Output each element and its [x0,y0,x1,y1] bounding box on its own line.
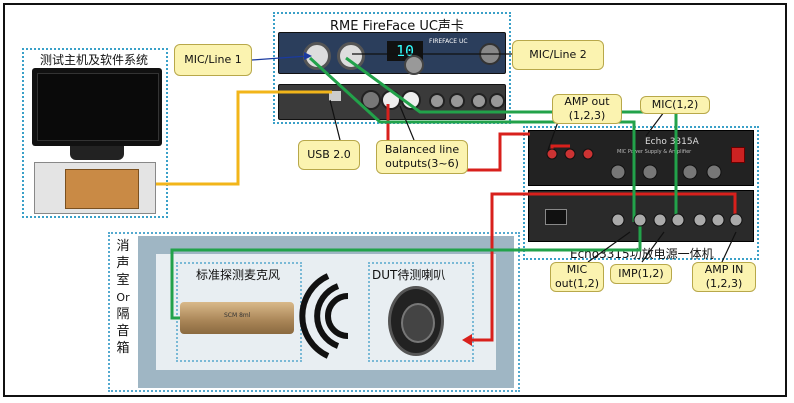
echo-jack-mic-out-1 [611,213,625,227]
speaker-cone [401,303,435,343]
callout-mic-12: MIC(1,2) [640,96,710,114]
echo-jack-imp-2 [671,213,685,227]
echo-front-knob-1 [610,164,626,180]
chamber-label-char: 声 [116,256,130,271]
echo-sub: MIC Power Supply & Amplifier [617,149,692,155]
callout-mic-line-2: MIC/Line 2 [512,40,604,70]
callout-amp-in: AMP IN (1,2,3) [692,262,756,292]
callout-amp-in-line1: AMP IN [704,263,744,277]
usb-cable [156,90,332,186]
echo-front-knob-3 [682,164,698,180]
callout-mic-line-1: MIC/Line 1 [174,44,252,76]
callout-mic-out: MIC out(1,2) [550,262,604,292]
chamber-label-char: 箱 [116,341,130,356]
monitor-stand [70,146,124,160]
pointer-mic-out [587,231,631,263]
chamber-label-char: 室 [116,273,130,288]
rme-front-panel: 10 FIREFACE UC [278,32,506,75]
echo-jack-amp-in-1 [693,213,707,227]
pointer-mic-line-1-head [304,52,312,60]
sound-wave-icon [299,273,349,359]
pointer-mic-12 [645,111,665,137]
callout-mic-out-line1: MIC [566,263,588,277]
echo-front-jack-2 [564,148,576,160]
echo-front-knob-2 [642,164,658,180]
dut-group [368,262,474,362]
rme-back-panel [278,84,506,120]
echo-jack-amp-in-2 [711,213,725,227]
red-cable-dut [468,192,737,342]
diagram-frame [3,3,787,397]
pointer-imp [641,231,665,263]
host-title: 测试主机及软件系统 [40,53,149,67]
echo-jack-amp-in-3 [729,213,743,227]
chamber-label-char: Or [116,291,130,304]
rme-title: RME FireFace UC声卡 [330,19,464,34]
reference-microphone: SCM 8ml [180,302,294,334]
echo-jack-mic-out-2 [633,213,647,227]
chamber-label-char: 隔 [116,307,130,322]
line-out-jack-2 [489,93,505,109]
echo-jack-imp-1 [653,213,667,227]
echo-front-knob-4 [706,164,722,180]
callout-balanced-line2: outputs(3~6) [385,157,459,170]
red-arrowhead [462,334,472,346]
rme-brand: FIREFACE UC [429,38,468,45]
callout-usb: USB 2.0 [298,140,360,170]
pc-chassis [34,162,156,214]
monitor [32,68,162,146]
usb-port [329,91,341,101]
callout-balanced-outputs: Balanced line outputs(3~6) [376,140,468,174]
dut-title: DUT待测喇叭 [372,268,446,282]
echo-front-jack-1 [546,148,558,160]
green-cable-reference-mic [170,226,642,320]
mic-title: 标准探测麦克风 [196,268,281,282]
balanced-out-6 [449,93,465,109]
pointer-usb [329,99,341,141]
echo-front-jack-3 [582,148,594,160]
callout-amp-out: AMP out (1,2,3) [552,94,622,124]
chamber-label-char: 音 [116,324,130,339]
pointer-amp-in [721,231,737,263]
optical-port [361,90,381,110]
chamber-label-char: 消 [116,239,130,254]
host-group [22,48,168,218]
volume-knob [404,55,424,75]
callout-mic-out-line2: out(1,2) [554,277,600,290]
echo-model: Echo 3315A [645,137,699,147]
green-cable-mic2 [345,56,678,222]
monitor-screen [37,73,159,141]
pointer-balanced [399,105,415,141]
callout-amp-out-line2: (1,2,3) [568,109,606,122]
balanced-out-5 [429,93,445,109]
pointer-mic-line-1 [251,55,309,61]
pc-drive-bay [65,169,139,209]
line-out-jack [471,93,487,109]
speaker-dut [388,286,444,356]
green-cable-mic1 [308,56,636,222]
chamber-vertical-label: 消 声 室 Or 隔 音 箱 [114,238,132,357]
callout-balanced-line1: Balanced line [384,143,460,157]
chamber-group [108,232,520,392]
mic-knob-2 [337,42,365,70]
callout-amp-in-line2: (1,2,3) [705,277,743,290]
power-switch [731,147,745,163]
power-inlet [545,209,567,225]
callout-amp-out-line1: AMP out [564,95,610,109]
mic-engraving: SCM 8ml [224,312,251,319]
callout-imp: IMP(1,2) [610,264,672,284]
